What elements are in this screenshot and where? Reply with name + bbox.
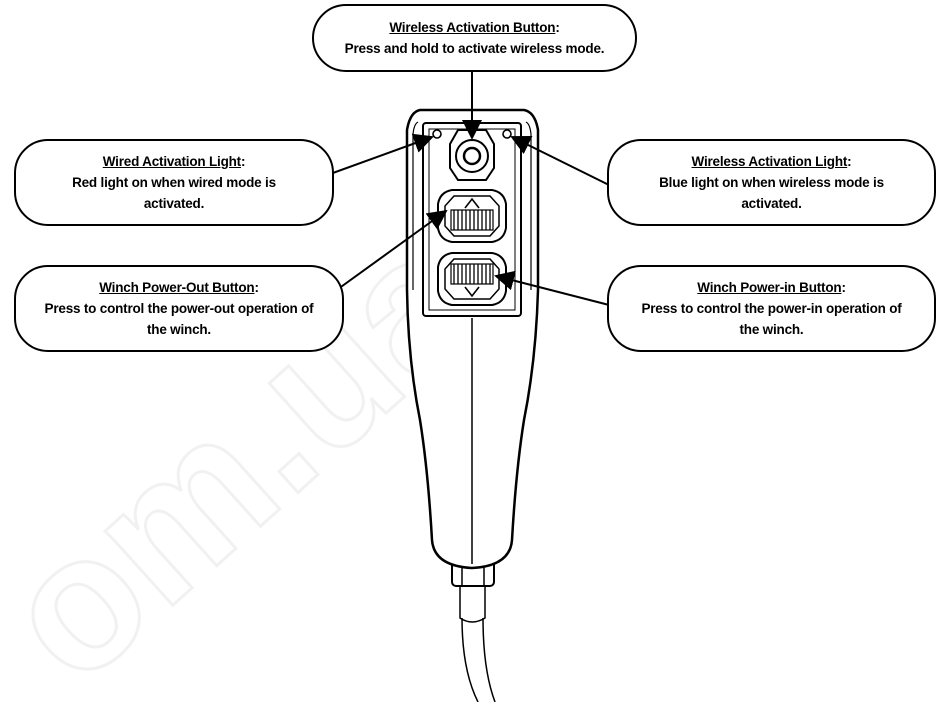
callout-wireless-activation-light: Wireless Activation Light: Blue light on… [607, 139, 936, 226]
wireless-light-led [502, 129, 512, 139]
callout-winch-power-out-button: Winch Power-Out Button: Press to control… [14, 265, 344, 352]
cable [459, 580, 496, 702]
callout-title: Wireless Activation Button [389, 20, 556, 35]
callout-text: Press to control the power-out operation… [44, 301, 314, 337]
callout-text: Press and hold to activate wireless mode… [344, 41, 605, 56]
callout-text: Press to control the power-in operation … [641, 301, 902, 337]
power-out-button-graphic [437, 189, 507, 243]
arrow-power-out [326, 209, 448, 298]
callout-wired-activation-light: Wired Activation Light: Red light on whe… [14, 139, 334, 226]
callout-title: Wired Activation Light [102, 154, 241, 169]
callout-wireless-activation-button: Wireless Activation Button: Press and ho… [312, 4, 637, 72]
callout-text: Red light on when wired mode is activate… [72, 175, 276, 211]
callout-title: Winch Power-Out Button [99, 280, 255, 295]
wireless-button-graphic [449, 129, 495, 181]
callout-text: Blue light on when wireless mode is acti… [659, 175, 884, 211]
callout-title: Wireless Activation Light [691, 154, 848, 169]
power-in-button-graphic [437, 252, 507, 306]
wired-light-led [432, 129, 442, 139]
callout-title: Winch Power-in Button [697, 280, 842, 295]
arrow-wireless-light [510, 136, 612, 187]
callout-winch-power-in-button: Winch Power-in Button: Press to control … [607, 265, 936, 352]
arrow-power-in [494, 270, 614, 307]
